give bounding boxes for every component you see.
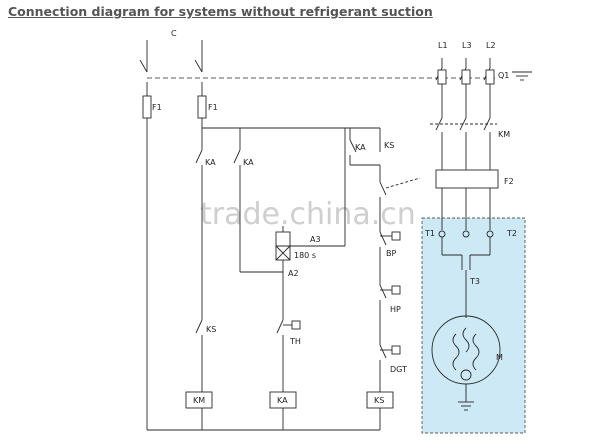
timer-relay-box — [275, 231, 291, 247]
label-ks-top: KS — [384, 141, 394, 150]
label-c: C — [171, 29, 177, 38]
label-t2: T2 — [506, 229, 517, 238]
label-timer: 180 s — [294, 251, 316, 260]
label-ks-mid: KS — [206, 325, 216, 334]
label-f1-left: F1 — [152, 103, 162, 112]
bp-sensor-box — [391, 231, 401, 241]
hp-sensor-box — [391, 285, 401, 295]
coil-ka-label: KA — [277, 396, 288, 405]
label-ka-top: KA — [355, 143, 366, 152]
label-l2: L2 — [486, 41, 496, 50]
label-q1: Q1 — [498, 71, 509, 80]
label-th: TH — [289, 337, 301, 346]
label-ka-1: KA — [205, 158, 216, 167]
diagram-labels: C F1 F1 KA KA KA KS L1 L3 L2 Q1 KM F2 A3… — [152, 29, 517, 405]
label-l3: L3 — [462, 41, 472, 50]
label-hp: HP — [390, 305, 401, 314]
label-t3: T3 — [469, 277, 480, 286]
power-circuit — [430, 58, 532, 411]
label-f1-right: F1 — [208, 103, 218, 112]
fuse-f1-right — [197, 95, 207, 119]
fuse-f1-left — [142, 95, 152, 119]
label-l1: L1 — [438, 41, 448, 50]
coil-km-box — [185, 391, 213, 409]
label-bp: BP — [386, 249, 396, 258]
label-km-top: KM — [498, 130, 510, 139]
label-a2: A2 — [288, 269, 299, 278]
q1-fuses — [437, 69, 495, 85]
coil-km-label: KM — [193, 396, 205, 405]
label-a3: A3 — [310, 235, 321, 244]
label-m: M — [496, 353, 503, 362]
page-title: Connection diagram for systems without r… — [8, 4, 433, 19]
label-dgt: DGT — [390, 365, 407, 374]
th-sensor-box — [291, 320, 301, 330]
label-ka-2: KA — [243, 158, 254, 167]
coil-ks-label: KS — [374, 396, 384, 405]
label-t1: T1 — [424, 229, 435, 238]
control-circuit — [139, 40, 421, 431]
motor-enclosure — [421, 217, 526, 434]
label-f2: F2 — [504, 177, 514, 186]
dgt-sensor-box — [391, 345, 401, 355]
watermark-text: trade.china.cn — [200, 197, 416, 232]
